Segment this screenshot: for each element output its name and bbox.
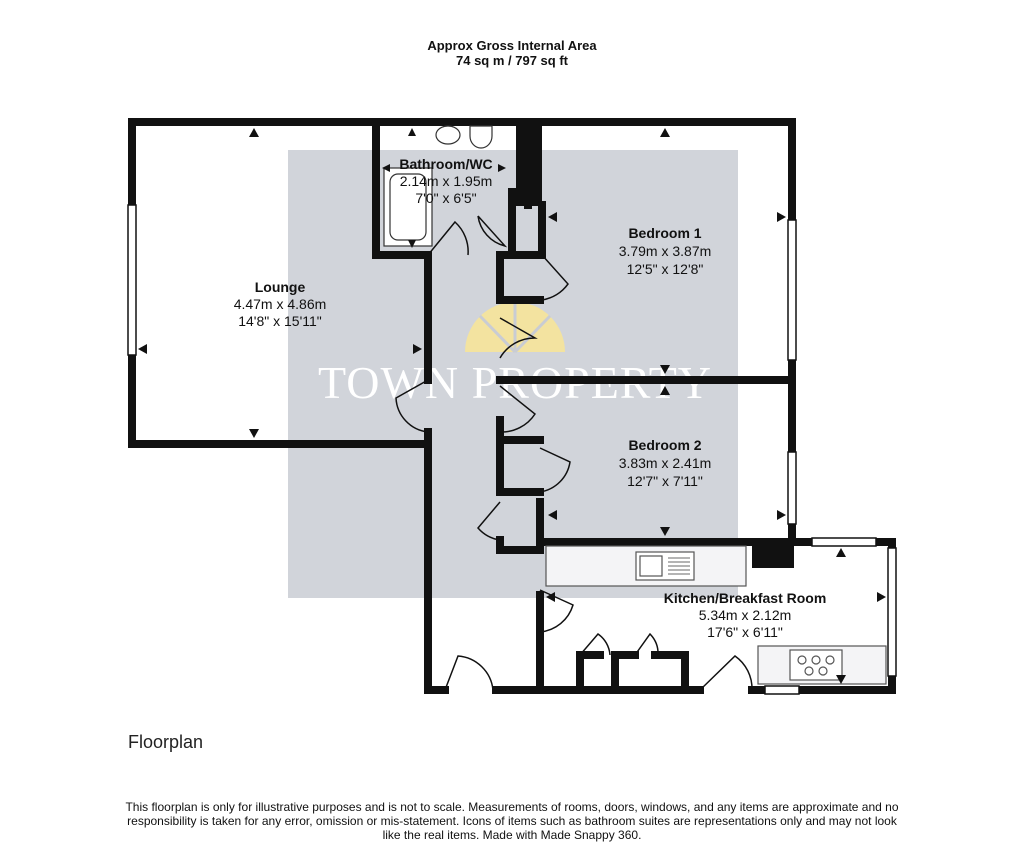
bedroom1-window (787, 219, 797, 361)
basin-icon (435, 125, 461, 145)
toilet-icon (469, 125, 493, 149)
room-name: Bedroom 1 (628, 225, 701, 241)
room-kitchen: Kitchen/Breakfast Room 5.34m x 2.12m 17'… (664, 590, 827, 640)
disclaimer-text: This floorplan is only for illustrative … (125, 800, 899, 842)
room-lounge: Lounge 4.47m x 4.86m 14'8" x 15'11" (234, 279, 327, 329)
room-name: Bathroom/WC (399, 156, 492, 172)
room-name: Lounge (255, 279, 306, 295)
bathroom-fixtures (383, 125, 493, 247)
area-value: 74 sq m / 797 sq ft (456, 53, 568, 68)
chimney-block-kitchen (752, 538, 794, 568)
room-imperial: 14'8" x 15'11" (238, 313, 322, 329)
windows (127, 204, 897, 695)
kitchen-window-top (811, 537, 877, 547)
room-metric: 5.34m x 2.12m (699, 607, 792, 623)
room-metric: 3.83m x 2.41m (619, 455, 712, 471)
room-name: Bedroom 2 (628, 437, 701, 453)
lounge-window (127, 204, 137, 356)
area-title: Approx Gross Internal Area (427, 38, 597, 53)
doors (395, 215, 753, 691)
chimney-block (516, 122, 542, 206)
room-imperial: 17'6" x 6'11" (707, 624, 783, 640)
room-bathroom: Bathroom/WC 2.14m x 1.95m 7'0" x 6'5" (399, 156, 492, 206)
room-imperial: 12'7" x 7'11" (627, 473, 703, 489)
room-name: Kitchen/Breakfast Room (664, 590, 827, 606)
room-bedroom-2: Bedroom 2 3.83m x 2.41m 12'7" x 7'11" (619, 437, 712, 489)
room-bedroom-1: Bedroom 1 3.79m x 3.87m 12'5" x 12'8" (619, 225, 712, 277)
bedroom2-window (787, 451, 797, 525)
kitchen-window-bottom (764, 685, 800, 695)
floorplan-label: Floorplan (128, 732, 204, 752)
room-imperial: 12'5" x 12'8" (627, 261, 704, 277)
walls (128, 118, 896, 694)
room-metric: 4.47m x 4.86m (234, 296, 327, 312)
measure-markers (138, 128, 886, 684)
room-metric: 2.14m x 1.95m (400, 173, 493, 189)
kitchen-fixtures (545, 545, 887, 685)
hob-icon (789, 649, 843, 681)
room-imperial: 7'0" x 6'5" (415, 190, 476, 206)
room-metric: 3.79m x 3.87m (619, 243, 712, 259)
area-header: Approx Gross Internal Area 74 sq m / 797… (0, 38, 1024, 68)
kitchen-window-right (887, 547, 897, 677)
